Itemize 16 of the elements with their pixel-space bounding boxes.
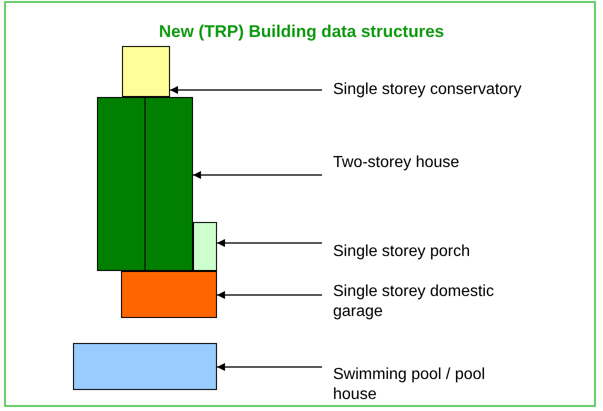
porch-block bbox=[193, 222, 217, 271]
leader-arrow bbox=[217, 291, 322, 299]
leader-arrow bbox=[193, 171, 322, 179]
part-label: Single storey domestic garage bbox=[333, 282, 533, 322]
garage-block bbox=[121, 271, 217, 318]
part-label: Single storey conservatory bbox=[333, 80, 533, 100]
leader-arrow bbox=[217, 239, 322, 247]
part-label: Swimming pool / pool house bbox=[333, 365, 533, 405]
leader-arrow bbox=[217, 363, 322, 371]
diagram-title: New (TRP) Building data structures bbox=[158, 22, 446, 42]
part-label: Single storey porch bbox=[333, 242, 533, 262]
house-block bbox=[97, 97, 193, 271]
conservatory-block bbox=[122, 46, 170, 97]
leader-arrow bbox=[170, 86, 322, 94]
pool-block bbox=[73, 343, 217, 390]
part-label: Two-storey house bbox=[333, 153, 533, 173]
